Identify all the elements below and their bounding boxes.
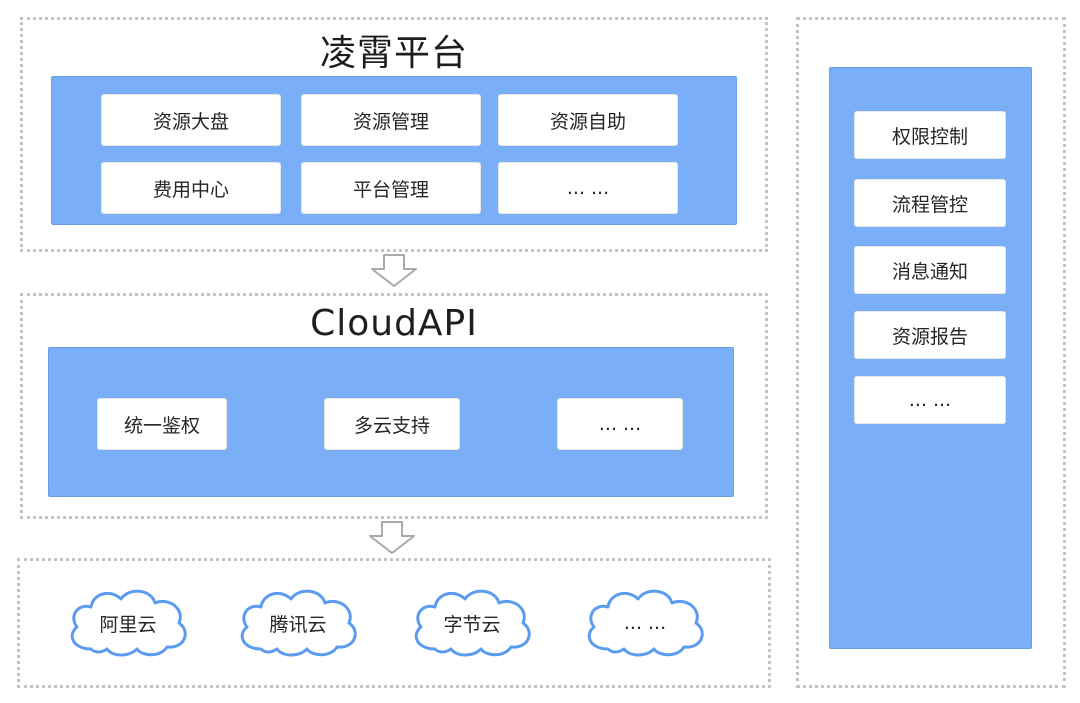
module-access-control[interactable]: 权限控制 [855,112,1005,158]
cloudapi-title: CloudAPI [310,303,478,344]
module-message-notification[interactable]: 消息通知 [855,247,1005,293]
module-more[interactable]: ... ... [855,377,1005,423]
cloud-icon [414,589,531,657]
module-resource-management[interactable]: 资源管理 [302,95,480,145]
platform-section [20,17,768,252]
cloud-aliyun-label: 阿里云 [99,613,157,636]
cloud-icon [587,589,704,657]
cloud-icon [240,589,357,657]
cloudapi-section [20,293,768,519]
module-process-control[interactable]: 流程管控 [855,180,1005,226]
cloud-more-label: ... ... [623,612,667,634]
cloud-providers-section [17,558,771,688]
module-more[interactable]: ... ... [558,399,682,449]
platform-title: 凌霄平台 [319,33,468,74]
module-resource-dashboard[interactable]: 资源大盘 [102,95,280,145]
module-cost-center[interactable]: 费用中心 [102,163,280,213]
down-arrow-icon [371,254,417,287]
cloud-bytedance-label: 字节云 [443,613,501,636]
cloud-icon [70,589,187,657]
module-platform-management[interactable]: 平台管理 [302,163,480,213]
module-unified-auth[interactable]: 统一鉴权 [98,399,226,449]
down-arrow-icon [369,521,415,554]
cross-cutting-section [796,17,1066,688]
module-resource-report[interactable]: 资源报告 [855,312,1005,358]
module-more[interactable]: ... ... [499,163,677,213]
cloud-tencent-label: 腾讯云 [269,613,327,636]
module-resource-selfservice[interactable]: 资源自助 [499,95,677,145]
cross-cutting-panel [829,67,1032,649]
module-multicloud-support[interactable]: 多云支持 [325,399,459,449]
